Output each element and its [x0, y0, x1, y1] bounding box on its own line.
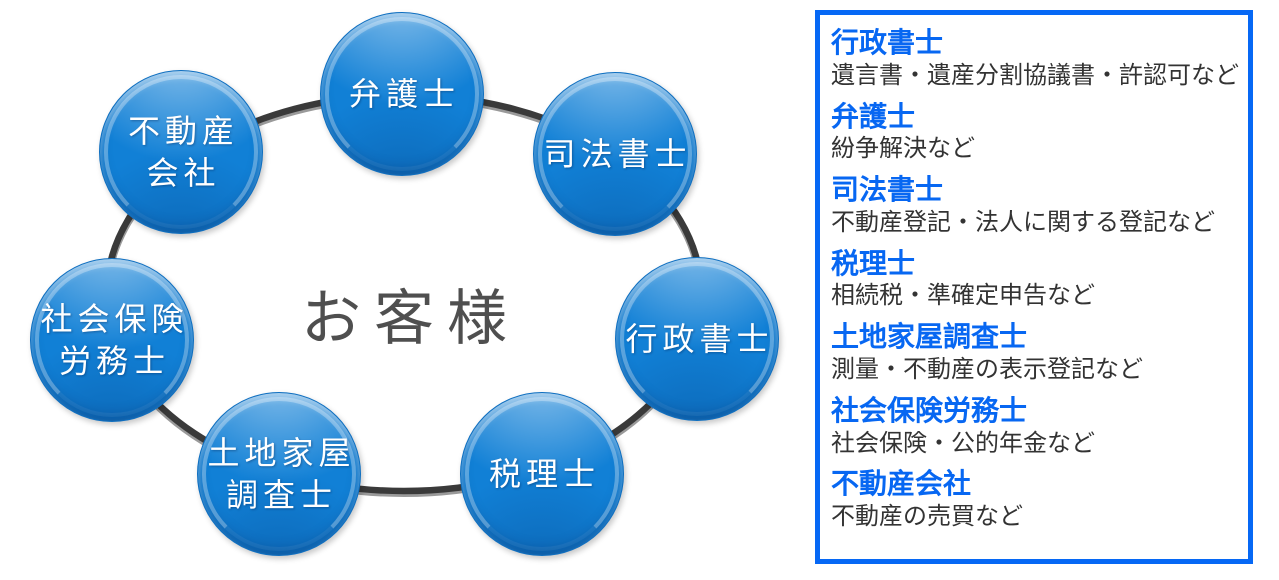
node-shihou-shoshi: 司法書士 [533, 72, 697, 236]
legend-panel: 行政書士 遺言書・遺産分割協議書・許認可など 弁護士 紛争解決など 司法書士 不… [815, 10, 1253, 564]
legend-title: 社会保険労務士 [831, 394, 1028, 426]
node-gyousei-shoshi: 行政書士 [615, 257, 779, 421]
node-label: 会社 [146, 155, 221, 191]
legend-desc: 遺言書・遺産分割協議書・許認可など [831, 61, 1239, 89]
legend-item: 司法書士 不動産登記・法人に関する登記など [831, 172, 1238, 239]
node-label: 労務士 [58, 343, 170, 379]
node-label: 社会保険 [40, 300, 189, 337]
legend-item: 不動産会社 不動産の売買など [831, 466, 1238, 533]
node-label: 司法書士 [543, 135, 692, 172]
legend-title: 不動産会社 [831, 468, 972, 500]
node-label: 行政書士 [625, 320, 774, 357]
legend-desc: 相続税・準確定申告など [831, 282, 1095, 310]
legend-title: 税理士 [831, 247, 916, 279]
node-label: 不動産 [127, 112, 239, 149]
legend-desc: 測量・不動産の表示登記など [831, 356, 1143, 384]
legend-desc: 不動産の売買など [831, 503, 1023, 531]
client-professionals-diagram: 弁護士 司法書士 行政書士 税理士 土地家屋 調査士 社会保険 労務士 不動産 … [30, 12, 779, 556]
node-zeirishi: 税理士 [460, 392, 624, 556]
legend-desc: 紛争解決など [831, 135, 975, 163]
legend-item: 税理士 相続税・準確定申告など [831, 246, 1238, 313]
legend-desc: 不動産登記・法人に関する登記など [831, 208, 1215, 236]
legend-item: 行政書士 遺言書・遺産分割協議書・許認可など [831, 25, 1239, 92]
legend-item: 土地家屋調査士 測量・不動産の表示登記など [831, 319, 1238, 386]
legend-title: 土地家屋調査士 [831, 321, 1028, 353]
legend-item: 弁護士 紛争解決など [831, 99, 1238, 166]
node-bengoshi: 弁護士 [320, 12, 484, 176]
legend-title: 司法書士 [831, 174, 944, 206]
node-tochikaoku-chousashi: 土地家屋 調査士 [197, 392, 361, 556]
legend-title: 弁護士 [831, 100, 916, 132]
node-label: 税理士 [488, 455, 600, 492]
legend-title: 行政書士 [831, 27, 944, 58]
node-label: 弁護士 [348, 75, 460, 112]
legend-item: 社会保険労務士 社会保険・公的年金など [831, 393, 1238, 460]
node-label: 土地家屋 [207, 434, 356, 471]
node-shakaihoken-roumushi: 社会保険 労務士 [30, 258, 194, 422]
center-customer-label: お客様 [301, 285, 520, 352]
legend-desc: 社会保険・公的年金など [831, 429, 1095, 457]
node-label: 調査士 [225, 477, 337, 513]
node-fudousan-gaisha: 不動産 会社 [99, 70, 263, 234]
